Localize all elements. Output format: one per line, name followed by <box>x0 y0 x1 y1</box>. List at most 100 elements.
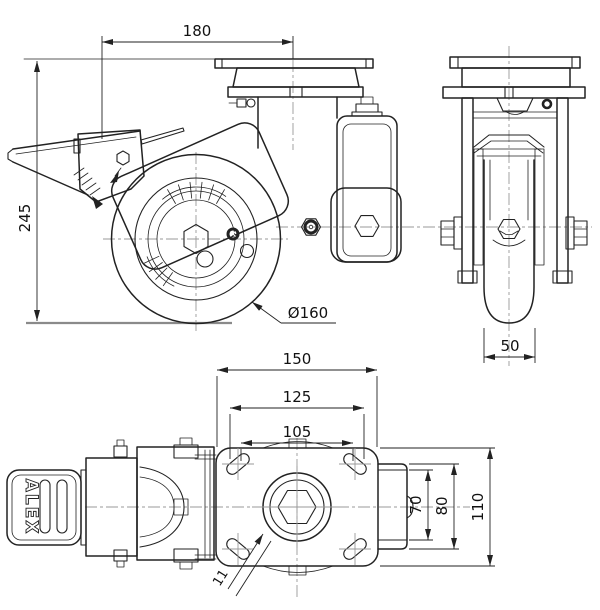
left-axle-washer <box>453 216 463 250</box>
dimension-105: 105 <box>240 423 354 461</box>
plan-brake-pedal-assembly: ALEX <box>6 437 217 570</box>
dimension-50: 50 <box>483 328 536 363</box>
blade-screw-icon <box>226 227 240 241</box>
right-axle-bolt-head <box>573 220 588 246</box>
brake-lever-assembly <box>7 127 185 209</box>
dimension-180: 180 <box>101 22 294 139</box>
front-right-leg <box>556 97 569 284</box>
brake-pedal-outline <box>6 469 82 546</box>
drum-cover-left <box>473 148 484 266</box>
lever-pin <box>73 138 81 154</box>
release-rod <box>140 127 185 145</box>
front-grease-fitting-icon <box>541 98 553 110</box>
front-top-plate-assembly <box>442 56 586 115</box>
side-fork-leg <box>257 96 338 149</box>
blade-hole-1 <box>196 250 214 268</box>
top-plate <box>214 58 374 69</box>
dimension-150: 150 <box>216 350 378 447</box>
bolt-slot-bottom-right <box>343 538 367 560</box>
front-swivel-flange <box>442 86 586 99</box>
blade-hex-hole <box>116 150 130 166</box>
plate-outline <box>215 447 379 567</box>
wheel-outer-circle <box>110 153 282 325</box>
dim-label-110: 110 <box>469 493 487 522</box>
front-fork-legs <box>457 97 573 284</box>
swivel-flange <box>227 86 364 98</box>
brake-bracket <box>77 129 145 203</box>
pedal-slot-1 <box>39 479 51 534</box>
rear-bolt-head <box>355 103 379 113</box>
plan-drum-outline <box>377 463 408 550</box>
dim-label-70: 70 <box>407 495 425 514</box>
rear-hex-nut <box>300 218 322 236</box>
wheel-arc-bottom <box>262 565 334 573</box>
front-top-plate <box>449 56 581 69</box>
dimension-125: 125 <box>229 388 365 459</box>
front-swivel-housing <box>461 67 571 88</box>
front-wheel <box>473 148 545 324</box>
plan-drum-tab <box>406 495 414 519</box>
plan-wheel-right <box>377 463 414 550</box>
fork-blade-plate <box>110 122 290 270</box>
wheel-tread-circle <box>134 177 258 301</box>
bolt-slot-top-right <box>343 453 367 475</box>
dimension-11: 11 <box>210 533 272 597</box>
housing-bolts <box>113 437 199 570</box>
dim-label-180: 180 <box>183 22 212 40</box>
dimension-110: 110 <box>380 447 495 567</box>
fork-section-outer <box>139 466 185 548</box>
grease-fitting-icon <box>246 98 256 108</box>
dim-label-11: 11 <box>210 567 231 589</box>
rear-hex-hole <box>354 215 380 237</box>
brake-lever-bottom-edge <box>12 161 89 196</box>
axle-hex-nut <box>183 223 209 255</box>
brake-lever-top-edge <box>12 130 141 150</box>
brake-housing <box>136 446 215 561</box>
side-fork-blade <box>110 122 290 270</box>
front-axle-bolts <box>440 216 588 250</box>
axle-washer-arc <box>492 239 526 247</box>
dim-label-diameter: Ø160 <box>288 304 328 322</box>
dimension-wheel-diameter: Ø160 <box>251 301 336 324</box>
hub-ribs <box>143 181 225 287</box>
wheel-arc-top <box>262 441 334 449</box>
pedal-slot-2 <box>56 479 68 534</box>
dim-label-50: 50 <box>500 337 519 355</box>
front-wheel-profile <box>483 159 535 324</box>
hub-arc-bottom <box>146 256 175 287</box>
front-left-leg <box>461 97 474 284</box>
dim-label-125: 125 <box>283 388 312 406</box>
bolt-slot-top-left <box>226 453 250 475</box>
rear-housing-inner <box>342 123 392 257</box>
dimension-80: 80 <box>409 463 459 550</box>
side-view: 180 245 Ø160 <box>7 22 592 331</box>
grease-fitting-body <box>236 98 247 108</box>
dim-label-80: 80 <box>433 496 451 515</box>
front-view: 50 <box>440 46 588 366</box>
plan-view: ALEX <box>6 350 495 600</box>
blade-hole-2 <box>239 243 255 259</box>
rear-nut-ring <box>303 219 319 235</box>
kingpin-hex-nut <box>496 97 534 112</box>
fork-crown-outer <box>473 134 545 148</box>
slot-crosshairs <box>222 448 371 565</box>
rear-bracket <box>300 96 402 263</box>
fork-crown-inner <box>473 140 544 154</box>
left-axle-bolt-head <box>440 220 455 246</box>
wheel-hub-circle <box>147 190 245 288</box>
brake-pedal-tip <box>7 148 14 163</box>
rear-hex-plate <box>330 187 402 263</box>
dim-label-150: 150 <box>283 350 312 368</box>
front-axle-hex-nut <box>497 218 521 240</box>
right-axle-washer <box>565 216 575 250</box>
adjuster-serrations <box>73 167 101 196</box>
brand-label: ALEX <box>21 479 41 536</box>
front-left-foot <box>457 270 478 284</box>
hub-arc-top <box>162 186 227 200</box>
dimension-70: 70 <box>407 469 433 541</box>
side-wheel <box>110 153 282 325</box>
rear-housing-outer <box>336 115 398 263</box>
dimension-245: 245 <box>16 58 217 321</box>
